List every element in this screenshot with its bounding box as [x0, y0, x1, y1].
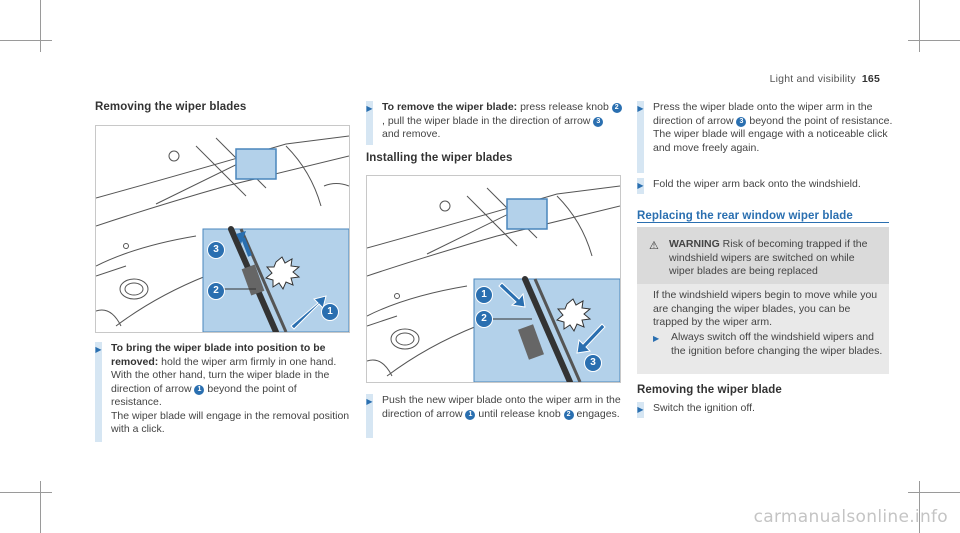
step-bring-to-remove-position: ▶ To bring the wiper blade into position…	[95, 342, 350, 442]
ref-3: 3	[593, 116, 604, 127]
step-arrow-icon: ▶	[95, 345, 102, 354]
step-text: until release knob	[475, 407, 564, 420]
callout-2: 2	[207, 282, 225, 300]
section-rule	[637, 222, 889, 223]
step-bar	[637, 101, 644, 173]
step-arrow-icon: ▶	[366, 104, 373, 113]
step-text: beyond the point of resistance.	[746, 114, 893, 127]
step-bold: To bring the wiper blade into position t…	[111, 342, 326, 368]
step-text: Switch the ignition off.	[653, 402, 755, 414]
warning-box: ⚠ WARNING Risk of becoming trapped if th…	[637, 227, 889, 374]
section-heading-rear-wiper: Replacing the rear window wiper blade	[637, 210, 853, 222]
heading-removing-wiper-blades: Removing the wiper blades	[95, 101, 247, 113]
warning-triangle-icon: ⚠	[649, 240, 659, 252]
ref-1: 1	[194, 384, 205, 395]
step-text: Push the new wiper blade onto the wiper …	[382, 394, 621, 420]
step-press-wiper-onto-arm: ▶ Press the wiper blade onto the wiper a…	[637, 101, 897, 173]
warning-label: WARNING	[669, 238, 720, 250]
warning-title: WARNING Risk of becoming trapped if the …	[669, 238, 881, 279]
step-text: The wiper blade will engage with a notic…	[653, 128, 888, 154]
step-arrow-icon: ▶	[637, 181, 644, 190]
page-number: 165	[861, 73, 880, 85]
step-arrow-icon: ▶	[637, 405, 644, 414]
step-bar	[366, 101, 373, 145]
step-text: The wiper blade will engage in the remov…	[111, 409, 350, 436]
step-push-new-wiper: ▶ Push the new wiper blade onto the wipe…	[366, 394, 622, 438]
step-bar	[95, 342, 102, 442]
warning-header-band	[637, 227, 889, 284]
crop-mark	[40, 0, 41, 52]
callout-3: 3	[207, 241, 225, 259]
step-text: Fold the wiper arm back onto the windshi…	[653, 178, 861, 190]
crop-mark	[40, 481, 41, 533]
step-remove-wiper-blade: ▶ To remove the wiper blade: press relea…	[366, 101, 622, 145]
step-text: and remove.	[382, 128, 441, 140]
step-text: Press the wiper blade onto the wiper arm…	[653, 101, 873, 127]
warning-step: ▶ Always switch off the windshield wiper…	[653, 331, 883, 358]
step-switch-ignition-off: ▶ Switch the ignition off.	[637, 402, 897, 418]
ref-1: 1	[465, 409, 476, 420]
heading-installing-wiper-blades: Installing the wiper blades	[366, 152, 513, 164]
warning-title-text: Risk of becoming trapped if the windshie…	[669, 238, 868, 277]
callout-2: 2	[475, 310, 493, 328]
car-illustration-installing	[367, 185, 620, 382]
ref-2: 2	[563, 409, 574, 420]
step-arrow-icon: ▶	[637, 104, 644, 113]
step-text: beyond the point of resistance.	[111, 382, 297, 409]
ref-2: 2	[611, 103, 622, 113]
warning-body: If the windshield wipers begin to move w…	[653, 289, 878, 328]
step-bar	[637, 402, 644, 418]
step-bar	[366, 394, 373, 438]
step-text: engages.	[573, 407, 620, 420]
callout-1: 1	[321, 303, 339, 321]
watermark: carmanualsonline.info	[753, 507, 948, 527]
warning-step-text: Always switch off the windshield wipers …	[671, 331, 883, 357]
running-header: Light and visibility 165	[770, 73, 880, 85]
step-arrow-icon: ▶	[366, 397, 373, 406]
car-illustration-removing	[96, 135, 349, 332]
figure-removing-wiper: 3 2 1	[95, 125, 350, 333]
step-text: press release knob	[517, 101, 612, 113]
callout-1: 1	[475, 286, 493, 304]
step-bold: To remove the wiper blade:	[382, 101, 518, 113]
step-fold-wiper-back: ▶ Fold the wiper arm back onto the winds…	[637, 178, 897, 194]
crop-mark	[0, 40, 52, 41]
ref-3: 3	[736, 116, 747, 127]
callout-3: 3	[584, 354, 602, 372]
crop-mark	[908, 40, 960, 41]
crop-mark	[919, 481, 920, 533]
step-text: , pull the wiper blade in the direction …	[382, 114, 594, 127]
step-arrow-icon: ▶	[653, 334, 660, 343]
crop-mark	[908, 492, 960, 493]
step-text: hold the wiper arm firmly in one hand. W…	[111, 355, 337, 395]
step-bar	[637, 178, 644, 194]
crop-mark	[919, 0, 920, 52]
figure-installing-wiper: 1 2 3	[366, 175, 621, 383]
section-title: Light and visibility	[769, 73, 856, 85]
heading-removing-wiper-blade: Removing the wiper blade	[637, 384, 782, 396]
crop-mark	[0, 492, 52, 493]
